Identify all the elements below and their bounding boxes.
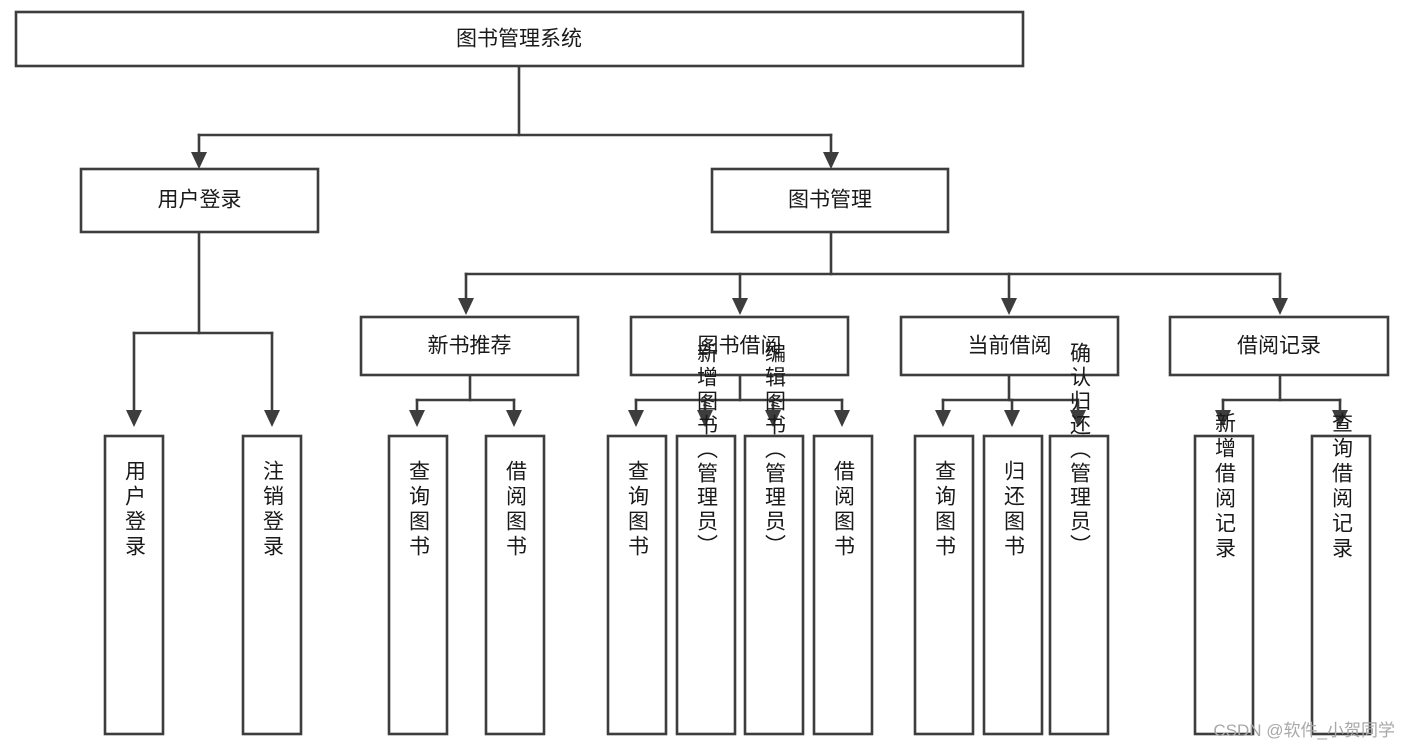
connector-newbook-to-leaves	[409, 373, 522, 427]
connector-borrowrecord-to-leaves	[1215, 373, 1348, 427]
connector-currentborrow-to-leaves	[935, 373, 1086, 427]
node-new-book-recommend[interactable]: 新书推荐	[359, 315, 580, 377]
node-leaf-confirm-return[interactable]: 确认归还（管理员）	[1048, 342, 1110, 736]
arrowhead-icon	[264, 410, 280, 427]
node-label: 编辑图书（管理员）	[763, 342, 787, 558]
node-leaf-user-login[interactable]: 用户登录	[103, 434, 165, 736]
node-book-borrow[interactable]: 图书借阅	[629, 315, 850, 377]
node-leaf-query-book-1[interactable]: 查询图书	[387, 434, 449, 736]
node-label: 新增图书（管理员）	[695, 342, 719, 558]
arrowhead-icon	[126, 410, 142, 427]
node-label: 用户登录	[123, 460, 147, 560]
node-label: 新书推荐	[428, 335, 512, 358]
node-label: 查询借阅记录	[1330, 412, 1354, 562]
arrowhead-icon	[191, 152, 207, 169]
arrowhead-icon	[935, 410, 951, 427]
arrowhead-icon	[409, 410, 425, 427]
node-leaf-edit-book[interactable]: 编辑图书（管理员）	[743, 342, 805, 736]
arrowhead-icon	[732, 298, 748, 315]
node-leaf-return-book[interactable]: 归还图书	[982, 434, 1044, 736]
node-label: 图书管理系统	[456, 28, 582, 51]
node-current-borrow[interactable]: 当前借阅	[899, 315, 1120, 377]
node-book-management[interactable]: 图书管理	[710, 167, 950, 234]
node-label: 当前借阅	[968, 335, 1052, 358]
node-label: 图书管理	[788, 189, 872, 212]
node-leaf-query-record[interactable]: 查询借阅记录	[1310, 412, 1372, 736]
node-label: 借阅图书	[832, 460, 856, 560]
node-label: 用户登录	[158, 189, 242, 212]
node-label: 确认归还（管理员）	[1068, 342, 1092, 558]
node-leaf-borrow-book-2[interactable]: 借阅图书	[812, 434, 874, 736]
arrowhead-icon	[506, 410, 522, 427]
node-root-system[interactable]: 图书管理系统	[14, 10, 1025, 68]
node-label: 查询图书	[407, 460, 431, 560]
node-leaf-add-record[interactable]: 新增借阅记录	[1193, 412, 1255, 736]
arrowhead-icon	[458, 298, 474, 315]
node-label: 归还图书	[1002, 460, 1026, 560]
connector-userlogin-to-leaves	[126, 230, 280, 427]
node-label: 新增借阅记录	[1213, 412, 1237, 562]
arrowhead-icon	[1004, 410, 1020, 427]
node-label: 图书借阅	[698, 335, 782, 358]
arrowhead-icon	[1001, 298, 1017, 315]
node-label: 借阅记录	[1237, 335, 1321, 358]
node-leaf-borrow-book-1[interactable]: 借阅图书	[484, 434, 546, 736]
node-label: 借阅图书	[504, 460, 528, 560]
node-leaf-logout-login[interactable]: 注销登录	[241, 434, 303, 736]
connector-bookmgmt-to-level3	[458, 230, 1288, 315]
node-leaf-query-book-2[interactable]: 查询图书	[606, 434, 668, 736]
node-label: 注销登录	[261, 460, 285, 560]
connector-bookborrow-to-leaves	[628, 373, 850, 427]
node-label: 查询图书	[933, 460, 957, 560]
node-label: 查询图书	[626, 460, 650, 560]
node-leaf-add-book[interactable]: 新增图书（管理员）	[675, 342, 737, 736]
node-user-login[interactable]: 用户登录	[79, 167, 320, 234]
arrowhead-icon	[823, 152, 839, 169]
arrowhead-icon	[834, 410, 850, 427]
arrowhead-icon	[1272, 298, 1288, 315]
node-borrow-record[interactable]: 借阅记录	[1168, 315, 1390, 377]
arrowhead-icon	[628, 410, 644, 427]
connector-root-to-level2	[191, 64, 839, 169]
node-leaf-query-book-3[interactable]: 查询图书	[913, 434, 975, 736]
